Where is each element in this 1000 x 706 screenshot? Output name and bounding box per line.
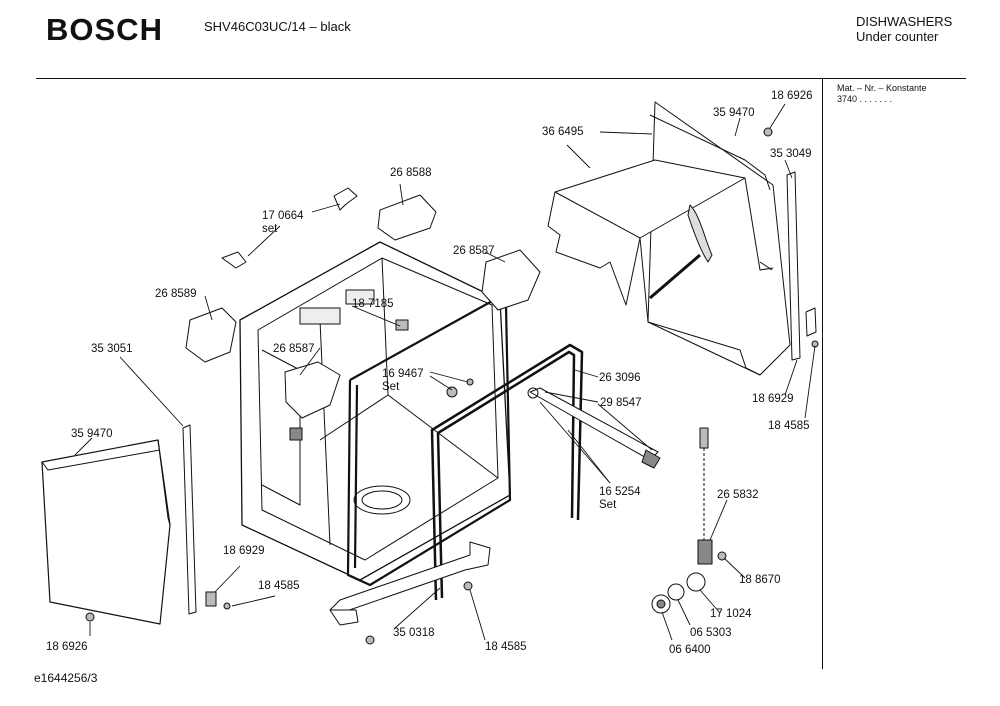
part-label-268589: 26 8589 xyxy=(155,288,197,300)
part-label-268587-top: 26 8587 xyxy=(453,245,495,257)
part-label-188670: 18 8670 xyxy=(739,574,781,586)
part-label-184585-left: 18 4585 xyxy=(258,580,300,592)
part-label-186926-top: 18 6926 xyxy=(771,90,813,102)
part-label-186929-left: 18 6929 xyxy=(223,545,265,557)
part-label-187185: 18 7185 xyxy=(352,298,394,310)
part-label-169467: 16 9467 Set xyxy=(382,368,424,393)
part-label-366495: 36 6495 xyxy=(542,126,584,138)
part-label-184585-bottom: 18 4585 xyxy=(485,641,527,653)
category-line-1: DISHWASHERS xyxy=(856,14,953,29)
dishwasher-tub xyxy=(239,241,511,581)
part-label-165254: 16 5254 Set xyxy=(599,486,641,511)
part-label-263096: 26 3096 xyxy=(599,372,641,384)
part-label-065303: 06 5303 xyxy=(690,627,732,639)
part-label-265832: 26 5832 xyxy=(717,489,759,501)
part-label-186929-right: 18 6929 xyxy=(752,393,794,405)
base-rail xyxy=(329,541,491,626)
part-label-186926-bottom: 18 6926 xyxy=(46,641,88,653)
brackets xyxy=(185,187,541,419)
part-label-353051: 35 3051 xyxy=(91,343,133,355)
door-panel xyxy=(41,439,171,625)
document-id: e1644256/3 xyxy=(34,671,98,685)
part-label-359470-top: 35 9470 xyxy=(713,107,755,119)
outer-housing xyxy=(547,101,791,376)
spray-arm xyxy=(527,387,661,469)
model-number: SHV46C03UC/14 – black xyxy=(204,19,351,34)
header-divider xyxy=(36,78,966,79)
part-label-298547: 29 8547 xyxy=(600,397,642,409)
part-label-268587-mid: 26 8587 xyxy=(273,343,315,355)
brand-logo: BOSCH xyxy=(46,12,163,47)
leader-lines xyxy=(74,103,816,641)
part-label-171024: 17 1024 xyxy=(710,608,752,620)
part-label-184585-right: 18 4585 xyxy=(768,420,810,432)
material-note: Mat. – Nr. – Konstante 3740 . . . . . . … xyxy=(837,83,927,105)
part-label-170664: 17 0664 set xyxy=(262,210,304,235)
category: DISHWASHERS Under counter xyxy=(856,14,952,44)
part-label-268588: 26 8588 xyxy=(390,167,432,179)
material-note-line-1: Mat. – Nr. – Konstante xyxy=(837,83,927,93)
side-trim-strip xyxy=(786,171,817,361)
part-label-359470-left: 35 9470 xyxy=(71,428,113,440)
part-label-066400: 06 6400 xyxy=(669,644,711,656)
side-trim-left xyxy=(182,424,197,615)
screws xyxy=(85,127,819,645)
category-line-2: Under counter xyxy=(856,29,939,44)
inlet-hose-assembly xyxy=(651,427,713,614)
part-label-350318: 35 0318 xyxy=(393,627,435,639)
material-note-line-2: 3740 . . . . . . . xyxy=(837,94,893,104)
side-divider xyxy=(822,79,823,669)
part-label-353049: 35 3049 xyxy=(770,148,812,160)
